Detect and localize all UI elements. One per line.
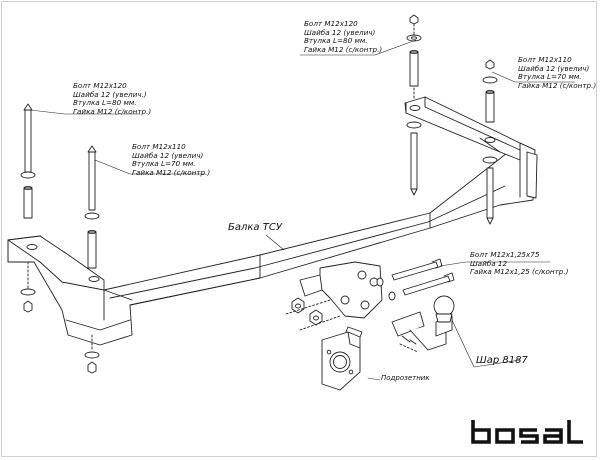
socket-bracket [321,326,363,391]
socket-bracket-label: Подрозетник [381,374,430,382]
callout-line: Болт М12х1,25х75 [470,250,540,259]
callout-line: Шайба 12 (увелич) [132,150,204,160]
callout-line: Гайка М12х1,25 (с/контр.) [470,267,569,277]
callout-left: Болт М12х120 Шайба 12 (увелич.) Втулка L… [73,81,152,116]
callout-line: Шайба 12 (увелич.) [73,89,147,99]
callout-line: Втулка L=70 мм. [132,159,196,169]
callout-line: Болт М12х120 [304,19,358,28]
bolt-stack-left-outer [20,103,36,313]
callout-line: Болт М12х110 [132,142,186,151]
callout-ball-mount: Болт М12х1,25х75 Шайба 12 Гайка М12х1,25… [470,250,569,277]
callout-line: Гайка М12 (с/контр.) [304,44,383,54]
tow-beam [7,142,538,346]
callout-line: Болт М12х110 [518,55,572,64]
callout-line: Шайба 12 [470,258,508,268]
callout-line: Шайба 12 (увелич) [304,27,376,37]
callout-top-center: Болт М12х120 Шайба 12 (увелич) Втулка L=… [304,19,383,54]
callout-top-right: Болт М12х110 Шайба 12 (увелич) Втулка L=… [518,55,597,90]
right-side-bracket [404,96,521,161]
bolt-stack-left-inner [84,145,100,374]
callout-line: Шайба 12 (увелич) [518,63,590,73]
callout-line: Втулка L=80 мм. [73,98,137,108]
mount-nuts [285,297,341,331]
callout-left-inner: Болт М12х110 Шайба 12 (увелич) Втулка L=… [132,142,211,177]
center-mount-plate [299,261,383,319]
callout-line: Гайка М12 (с/контр.) [518,80,597,90]
callout-line: Втулка L=70 мм. [518,72,582,82]
callout-line: Втулка L=80 мм. [304,36,368,46]
callout-line: Гайка М12 (с/контр.) [73,106,152,116]
bolt-stack-top-center [406,14,422,196]
leader-lines [29,39,576,381]
mount-bolts [376,258,455,301]
bolt-stack-top-right [482,59,498,225]
ball-label: Шар 8187 [476,355,528,366]
bosal-logo [471,420,583,444]
left-side-bracket [7,235,105,291]
tow-ball-assembly [391,295,455,353]
callout-line: Гайка М12 (с/контр.) [132,167,211,177]
beam-label: Балка ТСУ [228,222,282,233]
callout-line: Болт М12х120 [73,81,127,90]
